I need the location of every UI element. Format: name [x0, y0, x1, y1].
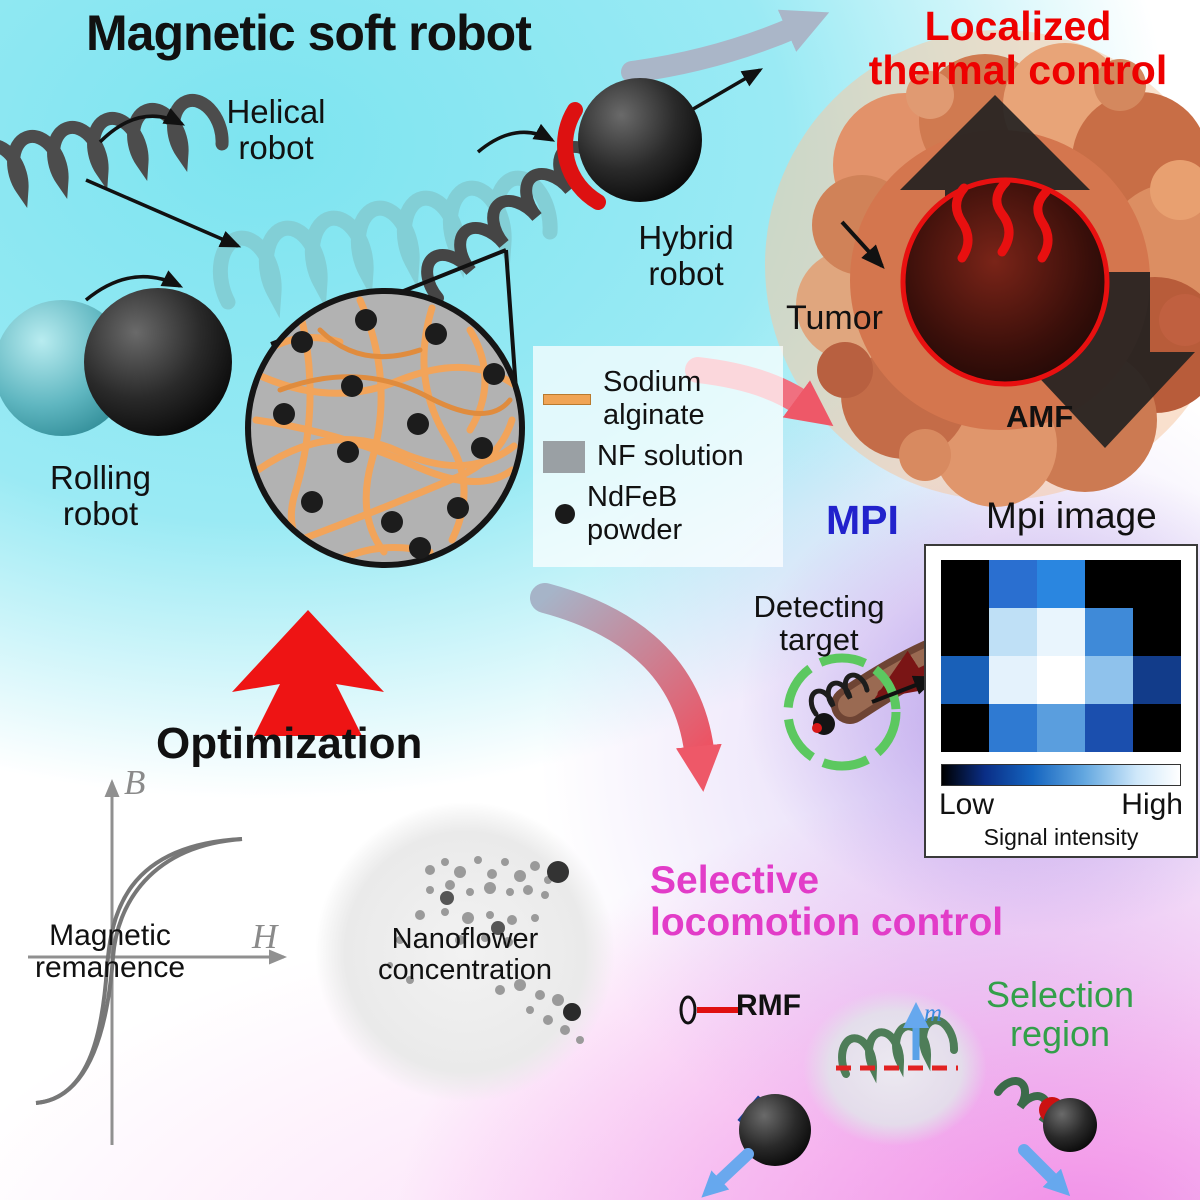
nanoflower-image: [315, 802, 615, 1102]
heatmap-cell: [1037, 608, 1085, 656]
tumor-label: Tumor: [786, 299, 883, 337]
heatmap-cell: [941, 656, 989, 704]
heatmap-cell: [989, 656, 1037, 704]
rmf-label: RMF: [736, 989, 801, 1022]
mpi-label: MPI: [826, 497, 899, 543]
heatmap-cell: [1037, 656, 1085, 704]
rolling-robot-icon: [0, 288, 232, 436]
mpi-heatmap: [941, 560, 1181, 752]
colorbar-low-label: Low: [939, 788, 995, 821]
signal-intensity-label: Signal intensity: [983, 824, 1139, 850]
ndfeb-dot-swatch-icon: [555, 504, 575, 524]
heatmap-cell: [1133, 608, 1181, 656]
selection-region-label: Selection region: [985, 974, 1135, 1054]
ndfeb-particles-icon: [273, 309, 505, 559]
page-title: Magnetic soft robot: [86, 5, 532, 61]
selective-locomotion-title: Selective locomotion control: [650, 859, 1004, 945]
selection-region-illustration: [803, 990, 987, 1146]
heat-waves-icon: [952, 177, 1053, 263]
heatmap-cell: [1085, 704, 1133, 752]
rolling-robot-label: Rolling robot: [50, 459, 151, 532]
rmf-coil-icon: [679, 995, 740, 1025]
alginate-line-swatch-icon: [543, 393, 591, 405]
legend-label: NdFeB powder: [587, 481, 683, 546]
cube-robot-icon: [701, 1094, 811, 1198]
h-axis-label: H: [252, 917, 278, 956]
legend-item-ndfeb-powder: NdFeB powder: [543, 481, 773, 547]
mpi-image-title: Mpi image: [986, 495, 1157, 536]
moment-label: m: [924, 1000, 943, 1027]
hybrid-robot-icon: [557, 78, 702, 210]
heatmap-cell: [1085, 656, 1133, 704]
tumor-illustration: [765, 30, 1200, 507]
heatmap-cell: [1133, 704, 1181, 752]
legend-item-nf-solution: NF solution: [543, 440, 773, 473]
detecting-target-label: Detecting target: [753, 589, 885, 658]
heatmap-cell: [941, 608, 989, 656]
legend-item-sodium-alginate: Sodium alginate: [543, 366, 773, 432]
signal-colorbar: [941, 764, 1181, 786]
flow-arrow-to-mpi: [530, 583, 722, 792]
rotation-arrow-icons: [84, 68, 764, 302]
heatmap-cell: [989, 560, 1037, 608]
heatmap-cell: [989, 608, 1037, 656]
heatmap-cell: [1037, 704, 1085, 752]
flow-arrow-to-thermal: [621, 9, 830, 83]
heatmap-cell: [1133, 560, 1181, 608]
heatmap-cell: [1085, 560, 1133, 608]
heatmap-cell: [1037, 560, 1085, 608]
mpi-image-panel: Low High Signal intensity: [924, 544, 1198, 858]
legend-label: NF solution: [597, 440, 744, 472]
heatmap-cell: [1133, 656, 1181, 704]
heatmap-cell: [941, 704, 989, 752]
amf-label: AMF: [1006, 399, 1074, 434]
magnifier-callout: [245, 248, 525, 568]
hybrid-robot-label: Hybrid robot: [638, 219, 734, 292]
bh-curve-plot: [28, 779, 287, 1145]
optimization-title: Optimization: [156, 719, 423, 768]
tumor-arrow: [840, 220, 885, 269]
spring-robot-icon: [994, 1077, 1097, 1197]
helical-robot-label: Helical robot: [226, 93, 326, 166]
selection-ring-icon: [783, 653, 901, 771]
helical-spring-icon: [0, 93, 609, 319]
heatmap-cell: [989, 704, 1037, 752]
nf-square-swatch-icon: [543, 440, 585, 473]
b-axis-label: B: [124, 763, 146, 802]
heatmap-cell: [941, 560, 989, 608]
material-legend: Sodium alginate NF solution NdFeB powder: [533, 346, 783, 567]
thermal-control-title: Localized thermal control: [868, 3, 1168, 94]
optimization-arrow-icon: [232, 610, 384, 736]
legend-label: Sodium alginate: [603, 366, 705, 431]
nanoflower-concentration-label: Nanoflower concentration: [377, 923, 553, 987]
colorbar-high-label: High: [1121, 788, 1183, 821]
magnetic-remanence-label: Magnetic remanence: [34, 919, 186, 985]
heatmap-cell: [1085, 608, 1133, 656]
